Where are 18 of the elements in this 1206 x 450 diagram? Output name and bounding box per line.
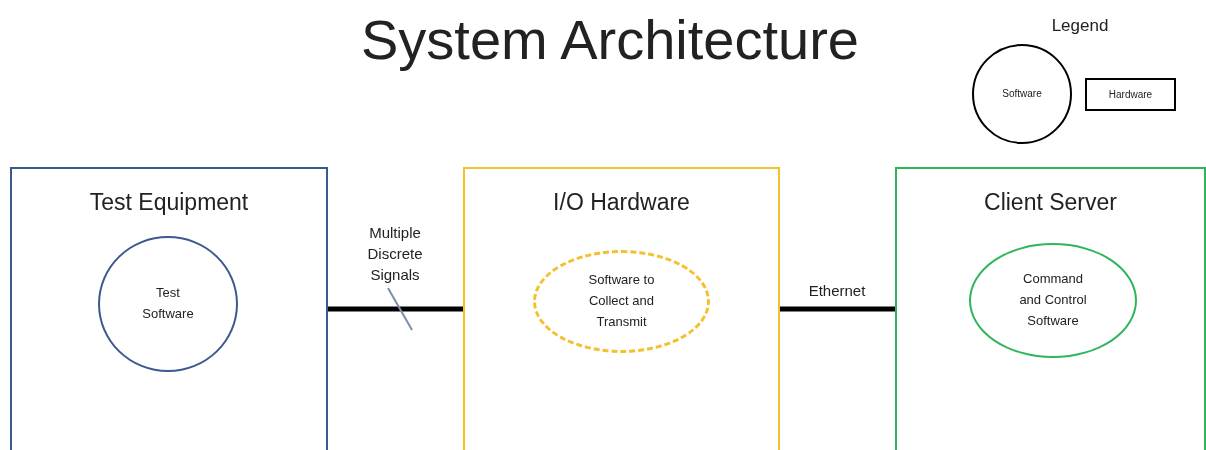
legend-circle: Software (972, 44, 1072, 144)
box-heading: Test Equipment (88, 189, 250, 216)
software-circle (98, 236, 238, 372)
circle-label: Test Software (141, 284, 195, 323)
legend-box: Hardware (1085, 78, 1176, 111)
hardware-box (10, 167, 328, 450)
hardware-box (463, 167, 780, 450)
legend-heading: Legend (1050, 16, 1110, 36)
box-heading: Client Server (983, 189, 1118, 216)
box-heading: I/O Hardware (552, 189, 691, 216)
software-circle (969, 243, 1137, 358)
circle-label: Command and Control Software (1018, 270, 1088, 330)
circle-label: Software to Collect and Transmit (587, 271, 656, 331)
software-circle (533, 250, 710, 353)
connector-line (328, 306, 463, 312)
connector-line (780, 306, 895, 312)
diagram-title: System Architecture (360, 7, 860, 73)
hardware-box (895, 167, 1206, 450)
